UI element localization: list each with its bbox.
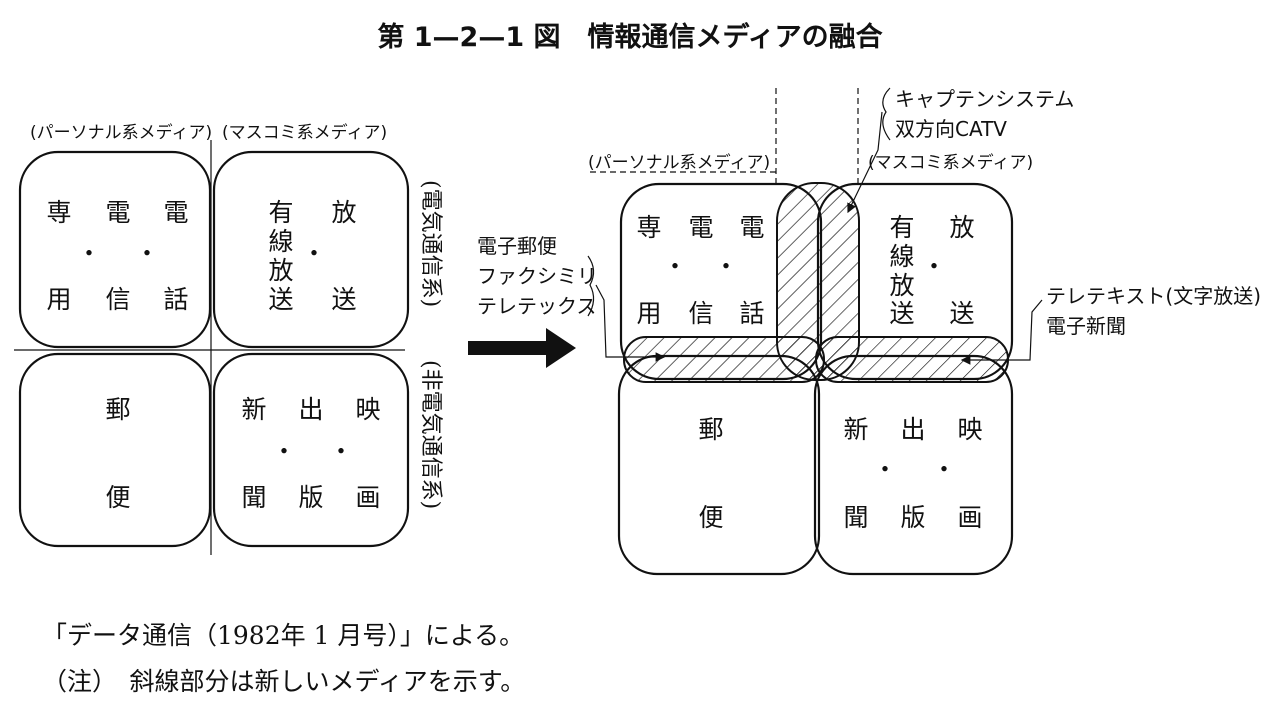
right-tr-char: 有 [889, 213, 914, 242]
email-label: 電子郵便 [477, 234, 557, 258]
hatch-note: （注） 斜線部分は新しいメディアを示す。 [42, 667, 525, 696]
right-tl-char: 電 [739, 213, 764, 242]
left-bl-char: 便 [105, 483, 130, 512]
teletex-label: テレテックス [477, 294, 596, 318]
left-tr-char: 送 [331, 285, 356, 314]
right-tr-char: 放 [949, 213, 974, 242]
left-br-dot: ・ [328, 437, 353, 466]
right-br-char: 版 [900, 503, 925, 532]
left-tl-char: 電 [163, 198, 188, 227]
left-mass-label: (マスコミ系メディア) [222, 122, 387, 143]
left-br-char: 聞 [241, 483, 266, 512]
left-tl-char: 専 [46, 198, 71, 227]
right-br-dot: ・ [872, 455, 897, 484]
left-tl-char: 信 [105, 285, 130, 314]
left-personal-label: (パーソナル系メディア) [30, 122, 212, 143]
fax-label: ファクシミリ [477, 264, 597, 288]
right-br-dot: ・ [931, 455, 956, 484]
right-tr-char: 送 [949, 299, 974, 328]
right-bl-char: 郵 [698, 415, 723, 444]
right-br-char: 出 [900, 415, 925, 444]
right-diagram: (パーソナル系メディア) (マスコミ系メディア) 専 電 電 ・ ・ 用 信 話… [477, 87, 1261, 576]
hatched-region-vertical [776, 182, 860, 381]
two-way-catv-label: 双方向CATV [895, 117, 1007, 141]
right-tr-char: 線 [889, 242, 914, 271]
left-br-char: 画 [355, 483, 380, 512]
teletext-label: テレテキスト(文字放送) [1046, 284, 1261, 308]
right-br-char: 画 [957, 503, 982, 532]
right-tl-char: 信 [688, 299, 713, 328]
right-tl-char: 用 [636, 299, 661, 328]
left-box-personal-electric [18, 150, 212, 349]
left-box-personal-nonelectric [18, 352, 212, 548]
left-tr-char: 放 [331, 198, 356, 227]
left-box-mass-electric [212, 150, 410, 349]
left-tl-char: 用 [46, 285, 71, 314]
right-tl-char: 電 [688, 213, 713, 242]
right-br-char: 新 [843, 415, 868, 444]
email-arrow [595, 284, 666, 362]
right-mass-label: (マスコミ系メディア) [868, 152, 1033, 173]
captain-brace [882, 87, 891, 141]
left-tl-dot: ・ [134, 239, 159, 268]
captain-arrow [847, 111, 883, 214]
left-br-char: 新 [241, 395, 266, 424]
right-bl-char: 便 [698, 503, 723, 532]
right-tr-char: 送 [889, 299, 914, 328]
captain-system-label: キャプテンシステム [895, 87, 1074, 111]
right-tr-char: 放 [889, 271, 914, 300]
source-note: 「データ通信（1982年 1 月号）」による。 [42, 621, 524, 650]
left-tr-char: 有 [268, 198, 293, 227]
left-tr-dot: ・ [301, 239, 326, 268]
right-tl-dot: ・ [713, 252, 738, 281]
left-tr-char: 放 [268, 256, 293, 285]
right-br-char: 映 [957, 415, 982, 444]
left-electric-label: (電気通信系) [418, 180, 443, 307]
right-box-mass-nonelectric [813, 354, 1014, 576]
right-tr-dot: ・ [921, 252, 946, 281]
right-tl-char: 専 [636, 213, 661, 242]
left-tr-char: 送 [268, 285, 293, 314]
e-newspaper-label: 電子新聞 [1046, 314, 1126, 338]
teletext-arrow [960, 299, 1043, 365]
left-br-char: 版 [298, 483, 323, 512]
left-br-char: 出 [298, 395, 323, 424]
left-br-dot: ・ [271, 437, 296, 466]
hatched-region-left-band [623, 336, 825, 383]
left-tl-char: 話 [163, 285, 188, 314]
left-box-mass-nonelectric [212, 352, 410, 548]
email-brace [587, 255, 595, 317]
left-tr-char: 線 [268, 227, 293, 256]
right-box-personal-nonelectric [617, 354, 821, 576]
left-tl-dot: ・ [76, 239, 101, 268]
figure-title: 第 1—2—1 図 情報通信メディアの融合 [377, 21, 882, 53]
right-tl-dot: ・ [662, 252, 687, 281]
left-nonelectric-label: (非電気通信系) [418, 360, 443, 509]
transition-arrow [468, 328, 576, 368]
left-diagram: (パーソナル系メディア) (マスコミ系メディア) 専 電 電 ・ ・ 用 信 話… [14, 122, 443, 555]
right-tl-char: 話 [739, 299, 764, 328]
right-personal-label: (パーソナル系メディア) [588, 152, 770, 173]
right-br-char: 聞 [843, 503, 868, 532]
left-tl-char: 電 [105, 198, 130, 227]
left-bl-char: 郵 [105, 395, 130, 424]
left-br-char: 映 [355, 395, 380, 424]
